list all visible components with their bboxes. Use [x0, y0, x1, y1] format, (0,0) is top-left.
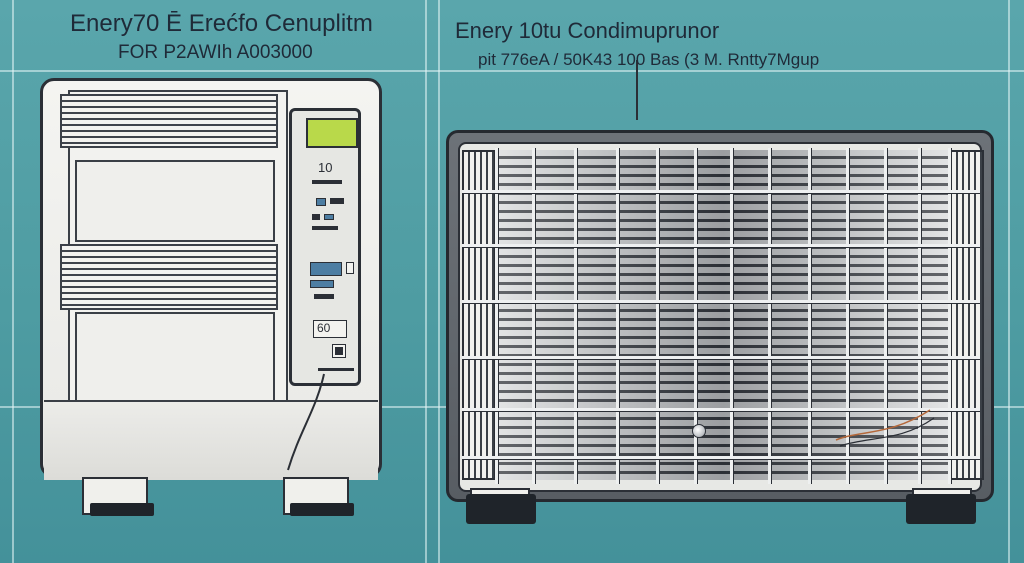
guide-line	[0, 70, 1024, 72]
grille-bar	[694, 148, 697, 484]
grille-bar	[808, 148, 811, 484]
grille-bar	[768, 148, 771, 484]
indicator-row	[314, 294, 334, 299]
grille-bar	[656, 148, 659, 484]
right-title-line2: pit 776eA / 50K43 100 Bas (3 M. Rntty7Mg…	[478, 50, 820, 69]
top-vent	[60, 94, 278, 148]
grille-bar	[918, 148, 921, 484]
grille-bar	[884, 148, 887, 484]
right-side-louver	[950, 150, 984, 480]
indicator-row	[330, 198, 344, 204]
valve-knob	[692, 424, 706, 438]
grille-rail	[462, 190, 980, 193]
guide-line	[12, 0, 14, 563]
grille-rail	[462, 408, 980, 411]
grille-bar	[495, 148, 498, 484]
right-title-line1: Enery 10tu Condimuprunor	[455, 18, 720, 43]
lower-panel	[75, 312, 275, 402]
fan-button	[324, 214, 334, 220]
grille-bar	[730, 148, 733, 484]
guide-line	[1008, 0, 1010, 563]
timer-display	[310, 280, 334, 288]
small-switch	[346, 262, 354, 274]
grille-bar	[532, 148, 535, 484]
mode-button	[316, 198, 326, 206]
right-foot-pad	[290, 503, 354, 516]
refrigerant-wires	[835, 409, 935, 447]
grille-rail	[462, 300, 980, 303]
left-title-line1: Enery70 Ē Erećfo Cenuplitm	[70, 10, 373, 37]
indicator-row	[312, 180, 342, 184]
guide-line	[425, 0, 427, 563]
grille-bar	[574, 148, 577, 484]
grille-rail	[462, 244, 980, 247]
grille-shading	[496, 150, 950, 480]
grille-rail	[462, 356, 980, 359]
condenser-right-foot	[906, 494, 976, 524]
guide-line	[636, 60, 638, 120]
condenser-grille	[496, 150, 950, 480]
indicator-row	[312, 214, 320, 220]
grille-bar	[948, 148, 951, 484]
lcd-display	[306, 118, 358, 148]
indicator-row	[318, 368, 354, 371]
power-button	[313, 320, 347, 338]
grille-bar	[616, 148, 619, 484]
left-foot-pad	[90, 503, 154, 516]
grille-rail	[462, 456, 980, 459]
unit-base	[44, 400, 378, 480]
control-panel	[289, 108, 361, 386]
condenser-left-foot	[466, 494, 536, 524]
middle-vent	[60, 244, 278, 310]
left-side-louver	[462, 150, 496, 480]
temp-display	[310, 262, 342, 276]
guide-line	[438, 0, 440, 563]
grille-bar	[846, 148, 849, 484]
upper-panel	[75, 160, 275, 242]
control-label: 10	[318, 160, 333, 175]
left-title-line2: FOR P2AWIh A003000	[118, 42, 313, 63]
power-cord	[287, 373, 325, 471]
toggle-knob	[335, 347, 343, 355]
power-button-label: 60	[317, 321, 331, 335]
indicator-row	[312, 226, 338, 230]
